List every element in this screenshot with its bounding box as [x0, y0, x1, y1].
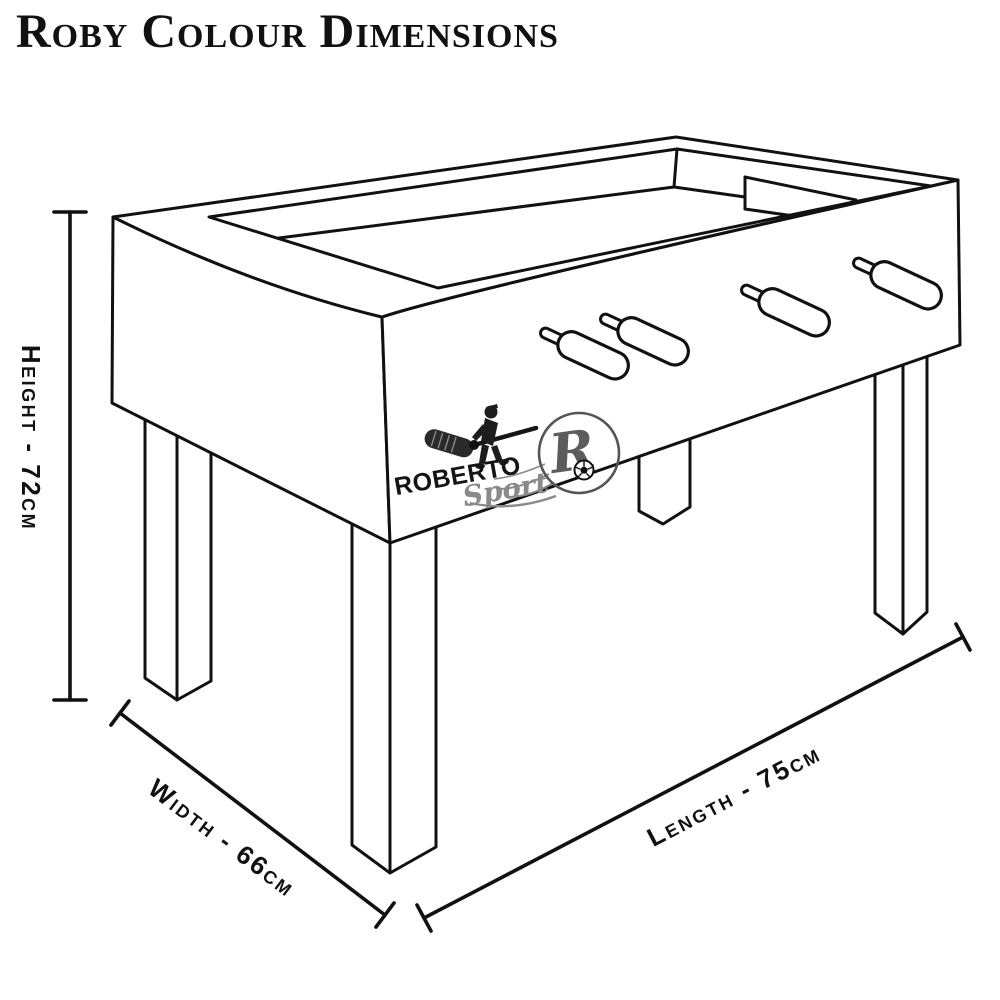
- center-support: [637, 437, 692, 526]
- table-opening: [207, 147, 933, 290]
- width-dimension-tick-left: [109, 699, 131, 727]
- length-dimension-tick-right: [954, 622, 972, 652]
- logo-underline-swash: [469, 494, 557, 508]
- playfield-lines: [277, 147, 747, 240]
- leg-back-left: [143, 418, 213, 702]
- leg-front-left: [350, 523, 438, 875]
- goal-opening: [743, 175, 858, 218]
- height-dimension: Height - 72cm: [16, 210, 88, 702]
- handle-icon-1: [539, 326, 630, 381]
- foosball-table: R: [110, 135, 962, 875]
- logo-player-icon: [472, 404, 509, 469]
- leg-front-right: [873, 355, 929, 636]
- width-dimension-tick-right: [374, 901, 396, 929]
- length-dimension-tick-left: [415, 903, 433, 933]
- handle-icon-4: [852, 256, 943, 311]
- length-dimension: Length - 75cm: [415, 622, 972, 933]
- logo-soccer-ball-icon: [573, 459, 595, 481]
- width-dimension-line: [118, 711, 387, 917]
- logo-circle: [537, 411, 621, 495]
- handle-icon-2: [599, 312, 690, 367]
- handle-icon-3: [740, 283, 831, 338]
- page-title: Roby Colour Dimensions: [16, 5, 559, 58]
- length-dimension-line: [422, 635, 965, 920]
- height-label: Height - 72cm: [16, 345, 46, 531]
